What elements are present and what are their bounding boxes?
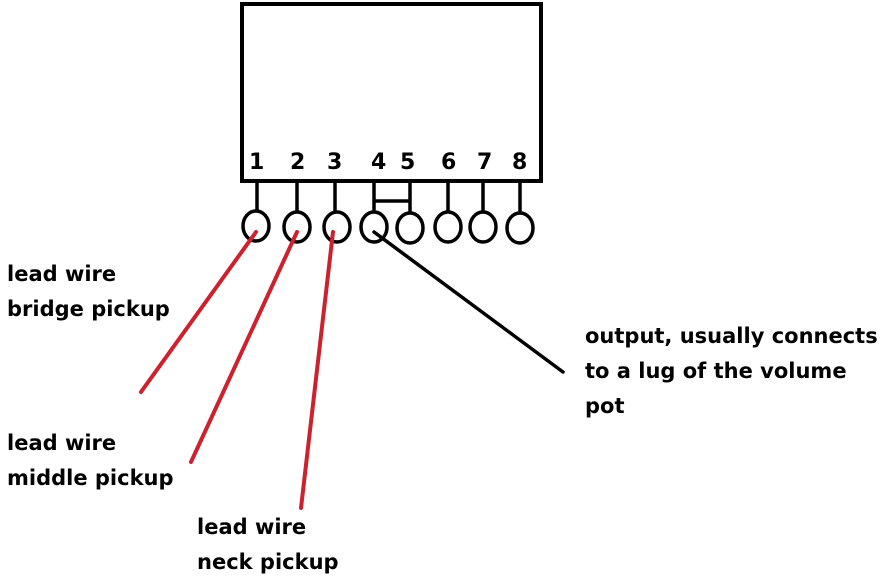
lug-number-3: 3 — [327, 150, 342, 175]
neck-label-line-1: lead wire — [197, 515, 307, 539]
lug-eyelet-2 — [282, 210, 312, 244]
lug-number-8: 8 — [512, 150, 527, 175]
neck-label-line-2: neck pickup — [197, 550, 339, 574]
middle-lead-wire — [189, 230, 299, 464]
output-wire — [372, 230, 565, 374]
lug-number-7: 7 — [477, 150, 492, 175]
bridge-lead-wire — [139, 230, 258, 394]
output-label-line-1: output, usually connects — [585, 324, 878, 348]
bridge-label-line-2: bridge pickup — [7, 297, 170, 321]
lug-number-1: 1 — [249, 150, 264, 175]
neck-lead-wire — [299, 230, 335, 510]
lug-number-4: 4 — [371, 150, 386, 175]
neck-pickup-label: lead wire neck pickup — [197, 510, 339, 580]
bridge-label-line-1: lead wire — [7, 262, 117, 286]
lug-eyelet-4 — [359, 210, 389, 244]
middle-pickup-label: lead wire middle pickup — [7, 426, 174, 496]
lug-eyelet-5 — [395, 211, 425, 245]
lug-eyelet-3 — [322, 210, 352, 244]
lug-number-5: 5 — [400, 150, 415, 175]
output-label-line-2: to a lug of the volume — [585, 359, 847, 383]
output-label: output, usually connects to a lug of the… — [585, 319, 878, 424]
lug-eyelet-6 — [433, 210, 463, 244]
lug-eyelet-1 — [241, 209, 271, 243]
lug-stems — [255, 181, 522, 212]
middle-label-line-1: lead wire — [7, 431, 117, 455]
lug-eyelets — [241, 209, 535, 245]
output-label-line-3: pot — [585, 394, 625, 418]
lug-number-2: 2 — [290, 150, 305, 175]
switch-body — [240, 2, 543, 183]
bridge-pickup-label: lead wire bridge pickup — [7, 257, 170, 327]
lug-eyelet-7 — [468, 210, 498, 244]
lug-number-6: 6 — [441, 150, 456, 175]
lug-eyelet-8 — [505, 211, 535, 245]
middle-label-line-2: middle pickup — [7, 466, 174, 490]
